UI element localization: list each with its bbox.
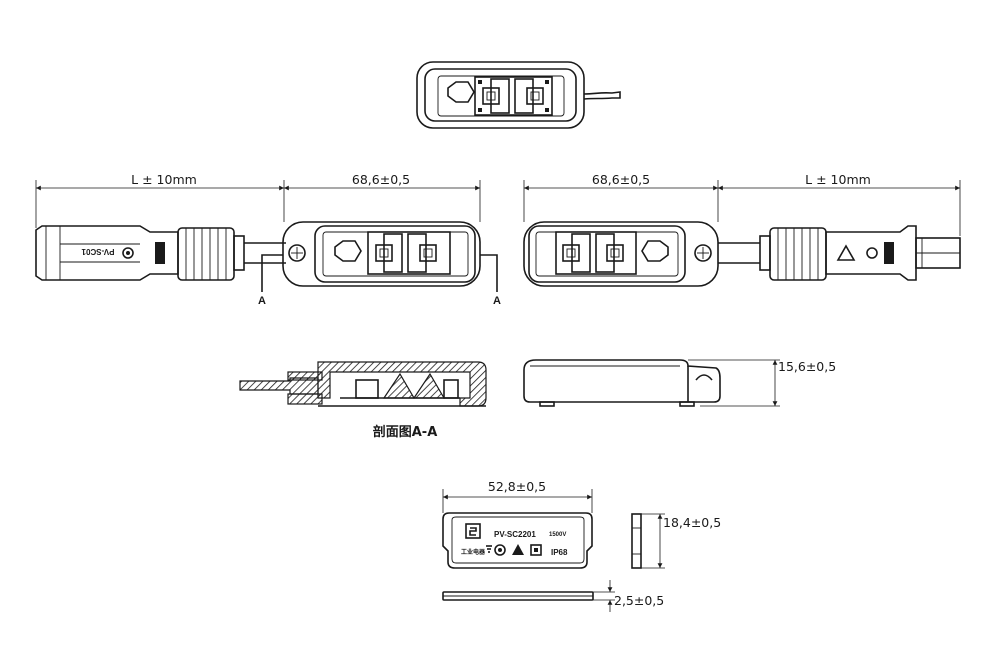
left-body-length-label: 68,6±0,5 xyxy=(352,172,410,187)
circle-mark-icon xyxy=(494,544,506,556)
ground-symbol-icon xyxy=(486,545,492,553)
lid-side-view: 18,4±0,5 xyxy=(631,513,721,569)
lid-model-text: PV-SC2201 xyxy=(494,530,536,539)
section-a-a-view: 剖面图A-A xyxy=(239,361,487,440)
lid-height-label: 18,4±0,5 xyxy=(663,515,721,530)
left-cable-length-label: L ± 10mm xyxy=(131,172,197,187)
right-connector-assembly xyxy=(523,221,961,287)
left-connector-assembly: PV-SC01 A A xyxy=(35,221,501,307)
lid-rating-text: IP68 xyxy=(551,548,568,557)
lid-front-view: 52,8±0,5 工业电器 PV-SC2201 1500V IP68 xyxy=(442,479,593,569)
right-body-length-label: 68,6±0,5 xyxy=(592,172,650,187)
lid-bottom-view: 2,5±0,5 xyxy=(442,580,664,612)
lid-thickness-label: 2,5±0,5 xyxy=(614,593,664,608)
side-view: 15,6±0,5 xyxy=(523,359,836,407)
left-dimension-lines: L ± 10mm 68,6±0,5 xyxy=(35,172,481,228)
section-marker-a-left: A xyxy=(258,295,266,307)
section-marker-a-right: A xyxy=(493,295,501,307)
warning-triangle-icon xyxy=(512,544,524,555)
connector-print-label: PV-SC01 xyxy=(81,247,114,256)
right-cable-length-label: L ± 10mm xyxy=(805,172,871,187)
right-dimension-lines: 68,6±0,5 L ± 10mm xyxy=(523,172,961,236)
lid-voltage-text: 1500V xyxy=(549,532,566,538)
lid-brand-text: 工业电器 xyxy=(461,548,486,556)
square-mark-icon xyxy=(530,544,542,556)
lid-width-label: 52,8±0,5 xyxy=(488,479,546,494)
side-height-label: 15,6±0,5 xyxy=(778,359,836,374)
top-view-open-box xyxy=(416,61,621,129)
section-title: 剖面图A-A xyxy=(373,424,438,440)
